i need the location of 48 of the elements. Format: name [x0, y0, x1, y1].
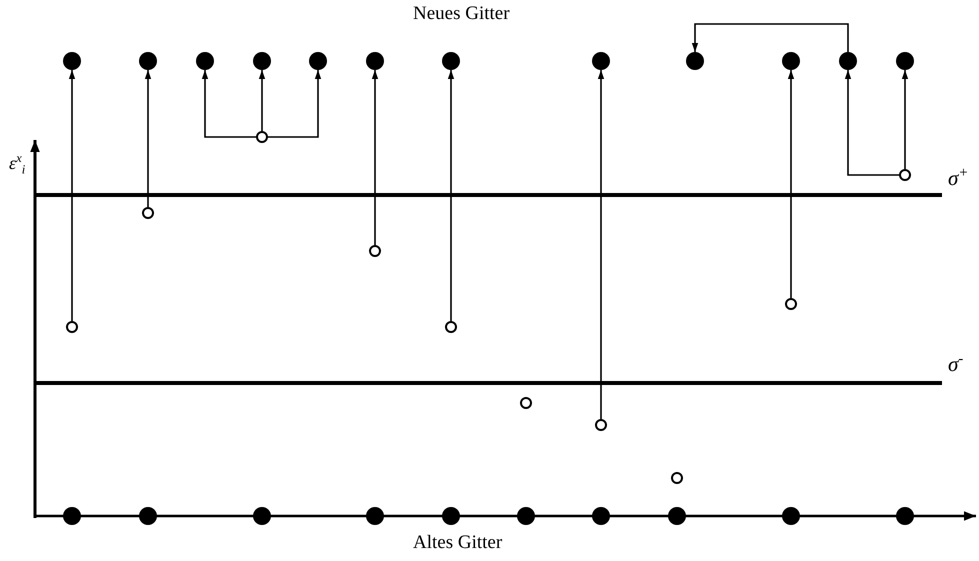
value-marker	[785, 298, 797, 310]
grid-point	[442, 52, 460, 70]
value-marker	[369, 245, 381, 257]
grid-point	[253, 52, 271, 70]
value-marker	[142, 207, 154, 219]
grid-point	[196, 52, 214, 70]
axis-label: σ$^{+}$	[948, 166, 968, 189]
arrow	[202, 70, 256, 138]
value-marker	[671, 472, 683, 484]
grid-point	[63, 52, 81, 70]
value-marker	[256, 131, 268, 143]
grid-point	[253, 507, 271, 525]
value-marker	[520, 397, 532, 409]
value-marker	[66, 321, 78, 333]
grid-point	[896, 52, 914, 70]
arrow	[844, 70, 899, 176]
grid-point	[63, 507, 81, 525]
arrow	[902, 70, 908, 169]
grid-point	[442, 507, 460, 525]
value-marker	[445, 321, 457, 333]
axis-label: Neues Gitter	[413, 4, 510, 23]
grid-point	[366, 507, 384, 525]
arrow	[68, 70, 76, 321]
grid-point	[896, 507, 914, 525]
arrow	[258, 70, 266, 131]
grid-point	[686, 52, 704, 70]
grid-point	[366, 52, 384, 70]
grid-point	[782, 507, 800, 525]
grid-point	[139, 507, 157, 525]
arrow	[692, 23, 849, 52]
value-marker	[595, 419, 607, 431]
value-marker	[899, 169, 911, 181]
arrow	[598, 70, 604, 419]
grid-point	[592, 52, 610, 70]
grid-point	[839, 52, 857, 70]
grid-point	[517, 507, 535, 525]
grid-point	[668, 507, 686, 525]
arrow	[144, 70, 152, 207]
grid-point	[782, 52, 800, 70]
axis-label: σ$^{-}$	[948, 352, 964, 375]
grid-point	[309, 52, 327, 70]
arrow	[372, 70, 378, 245]
arrow	[448, 70, 454, 321]
axis-label: Altes Gitter	[413, 533, 502, 552]
grid-point	[139, 52, 157, 70]
arrow	[268, 70, 322, 138]
grid-point	[592, 507, 610, 525]
arrow	[788, 70, 794, 298]
